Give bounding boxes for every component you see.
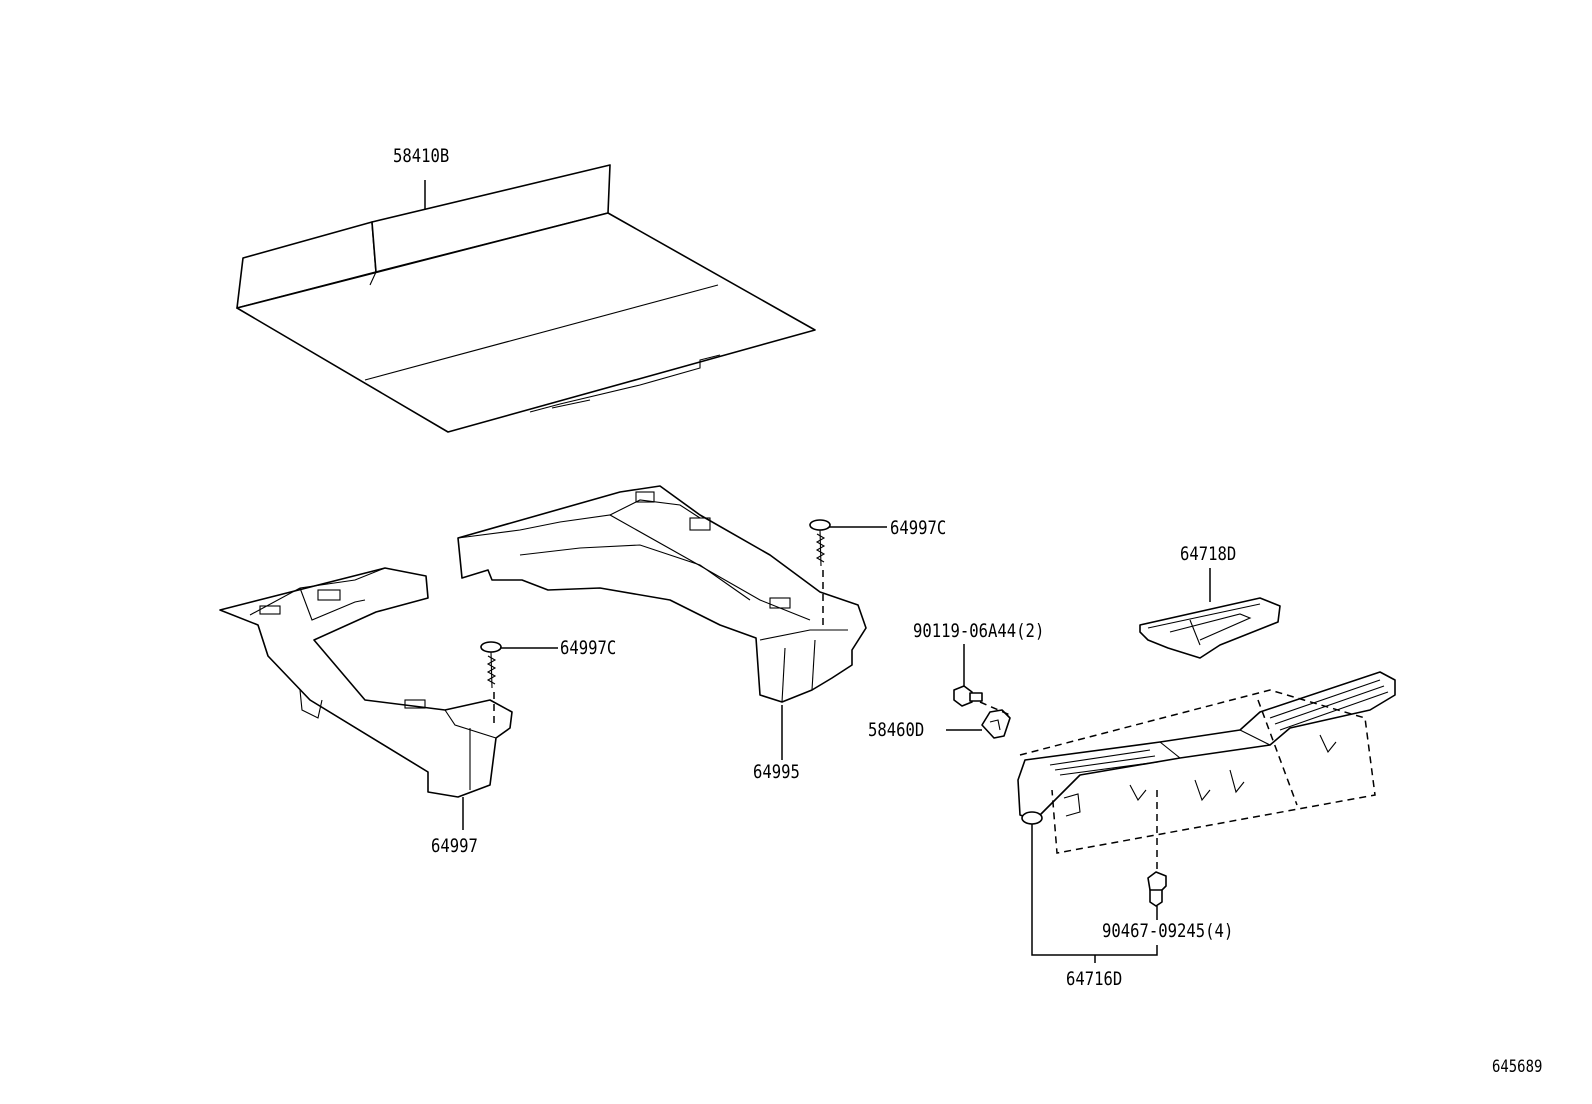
leader-lines [424,180,1211,963]
illustration-id: 645689 [1492,1057,1543,1077]
label-64997C-b: 64997C [560,637,617,659]
part-64997C-screw-a[interactable] [809,519,831,567]
part-58410B-deck-board[interactable] [236,164,816,433]
install-line [979,701,1011,716]
label-58410B: 58410B [393,145,450,167]
label-64997: 64997 [431,835,478,857]
part-64997C-screw-b[interactable] [480,641,502,689]
part-90119-bolt[interactable] [953,685,983,707]
label-64995: 64995 [753,761,800,783]
part-90467-clip[interactable] [1147,871,1167,907]
label-64716D: 64716D [1066,968,1123,990]
part-58460D-clip[interactable] [981,709,1011,739]
part-64716D-scuff-plate[interactable] [1017,671,1396,825]
part-64997-left-spacer[interactable] [219,567,513,798]
label-64718D: 64718D [1180,543,1237,565]
label-58460D: 58460D [868,719,925,741]
label-64997C-a: 64997C [890,517,947,539]
part-64995-rear-spacer[interactable] [457,485,867,703]
part-64718D-cover[interactable] [1139,597,1281,659]
phantom-outline [1019,689,1376,854]
label-90467: 90467-09245(4) [1102,920,1234,942]
label-90119: 90119-06A44(2) [913,620,1045,642]
